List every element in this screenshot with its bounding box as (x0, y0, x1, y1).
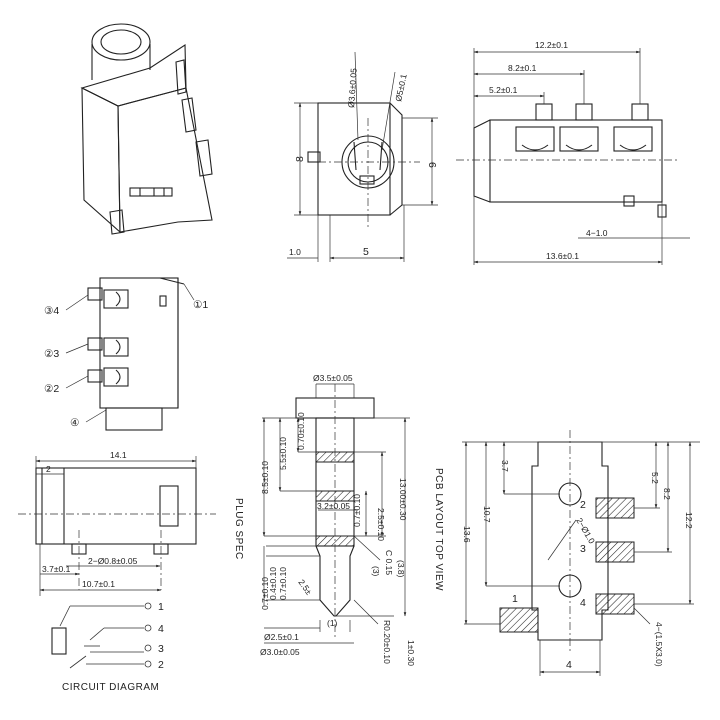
dim-13-6: 13.6±0.1 (546, 251, 579, 261)
dim-4-1: 4−1.0 (586, 228, 608, 238)
circuit-pin-4: 4 (158, 623, 164, 635)
dim-offset-1: 1.0 (289, 247, 301, 257)
plug-dim-tip-dia: Ø3.5±0.05 (313, 373, 353, 383)
dim-width-5: 5 (363, 246, 369, 258)
pcb-pad-1: 1 (512, 593, 518, 605)
pcb-pad-3: 3 (580, 543, 586, 555)
front-view (287, 51, 438, 262)
side-view-dims: 14.1 2 2−Ø0.8±0.05 3.7±0.1 10.7±0.1 (42, 450, 138, 589)
dim-5-2: 5.2±0.1 (489, 85, 518, 95)
dim-8-2: 8.2±0.1 (508, 63, 537, 73)
plug-dim-15: (1) (327, 618, 338, 628)
plug-dim-4: 3.2±0.05 (317, 501, 350, 511)
side-view (18, 456, 216, 596)
plug-dim-3: 8.5±0.10 (260, 461, 270, 494)
plug-spec-title: PLUG SPEC (233, 498, 244, 560)
pcb-layout-dims: 3.7 5.2 8.2 10.7 12.2 13.6 4 2−Ø1.0 4−(1… (433, 460, 694, 671)
plug-dim-14: 2.5± (296, 577, 314, 597)
pcb-dim-10-7: 10.7 (482, 506, 492, 523)
circuit-pin-2: 2 (158, 659, 164, 671)
pin-label-3: ②3 (44, 348, 59, 360)
dim-pin-spacing: 2−Ø0.8±0.05 (88, 556, 138, 566)
pcb-pad-4: 4 (580, 597, 586, 609)
dim-hole-dia: Ø3.6±0.05 (346, 68, 359, 109)
plug-dim-7: 13.00±0.30 (398, 478, 408, 521)
pcb-layout (462, 430, 700, 676)
top-view-dims: 12.2±0.1 8.2±0.1 5.2±0.1 4−1.0 13.6±0.1 (489, 40, 608, 261)
plug-dim-18: R0.20±0.10 (382, 620, 392, 664)
pcb-dim-3-7: 3.7 (500, 460, 510, 472)
dim-14-1: 14.1 (110, 450, 127, 460)
circuit-diagram (51, 602, 152, 669)
circuit-title: CIRCUIT DIAGRAM (62, 682, 159, 693)
pin-label-1: ①1 (193, 299, 208, 311)
dim-2: 2 (46, 464, 51, 474)
circuit-pin-3: 3 (158, 643, 164, 655)
pcb-dim-4: 4 (566, 659, 572, 671)
plug-dim-1: 0.70±0.10 (296, 412, 306, 450)
plug-spec-dims: Ø3.5±0.05 0.70±0.10 5.5±0.10 8.5±0.10 3.… (233, 373, 416, 666)
dim-outer-dia: Ø5±0.1 (393, 73, 409, 103)
pcb-dim-holes: 2−Ø1.0 (574, 516, 597, 546)
pcb-dim-12-2: 12.2 (684, 512, 694, 529)
plug-dim-13: 0.7±0.10 (260, 577, 270, 610)
circuit-labels: 1 4 3 2 CIRCUIT DIAGRAM (62, 601, 164, 693)
plug-dim-19: 1±0.30 (406, 640, 416, 666)
plug-dim-11: 0.7±0.10 (278, 567, 288, 600)
pcb-dim-13-6: 13.6 (462, 526, 472, 543)
pcb-dim-5-2: 5.2 (650, 472, 660, 484)
pin-label-4: ③4 (44, 305, 59, 317)
plug-dim-6: 2.5±0.10 (376, 508, 386, 541)
pin-label-2: ②2 (44, 383, 59, 395)
plug-dim-16: Ø2.5±0.1 (264, 632, 299, 642)
dim-height-8: 8 (294, 156, 306, 162)
plug-dim-10: C 0.15 (384, 550, 394, 575)
front-view-dims: Ø3.6±0.05 Ø5±0.1 8 6 5 1.0 (289, 68, 438, 258)
plug-spec (262, 383, 410, 644)
plug-dim-9: (3) (371, 566, 381, 577)
dim-10-7: 10.7±0.1 (82, 579, 115, 589)
plug-dim-17: Ø3.0±0.05 (260, 647, 300, 657)
pin-view (65, 277, 195, 431)
pin-view-labels: ③4 ②3 ②2 ④ ①1 (44, 299, 208, 429)
circuit-pin-1: 1 (158, 601, 164, 613)
top-view (456, 48, 690, 265)
dim-3-7: 3.7±0.1 (42, 564, 71, 574)
plug-dim-5: 0.7±0.10 (352, 494, 362, 527)
plug-dim-12: 0.4±0.10 (268, 567, 278, 600)
pcb-dim-8-2: 8.2 (662, 488, 672, 500)
pin-label-circle-4: ④ (70, 417, 80, 429)
dim-height-6: 6 (426, 162, 438, 168)
pcb-pad-2: 2 (580, 499, 586, 511)
dim-12-2: 12.2±0.1 (535, 40, 568, 50)
isometric-view (80, 23, 213, 235)
plug-dim-8: (3.8) (396, 560, 406, 578)
pcb-layout-title: PCB LAYOUT TOP VIEW (433, 468, 444, 591)
pcb-dim-pads: 4−(1.5X3.0) (654, 622, 664, 667)
plug-dim-2: 5.5±0.10 (278, 437, 288, 470)
